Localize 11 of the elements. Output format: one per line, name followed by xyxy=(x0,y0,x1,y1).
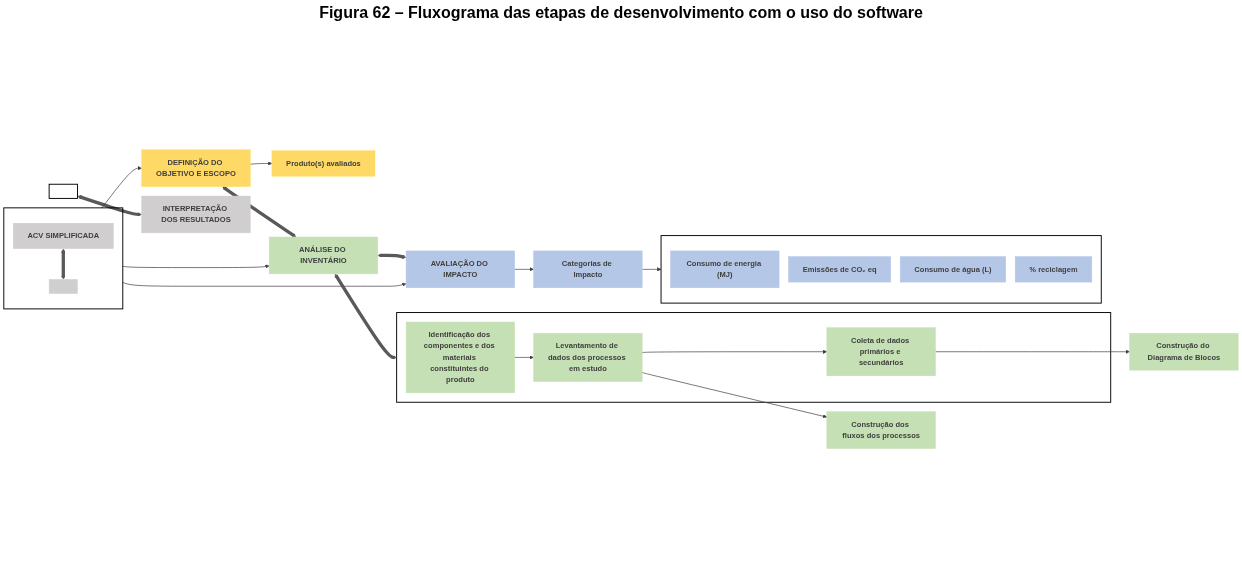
arrow xyxy=(61,248,66,280)
arrow xyxy=(377,253,407,259)
figure-title: Figura 62 – Fluxograma das etapas de desenvolvimento com o uso do software xyxy=(318,4,924,22)
arrow xyxy=(77,194,142,217)
cluster xyxy=(3,207,124,310)
arrow xyxy=(222,186,297,238)
node-bracket xyxy=(48,183,78,199)
cluster xyxy=(396,311,1112,403)
node-box xyxy=(48,279,78,294)
cluster xyxy=(660,234,1102,304)
arrow xyxy=(334,273,397,360)
